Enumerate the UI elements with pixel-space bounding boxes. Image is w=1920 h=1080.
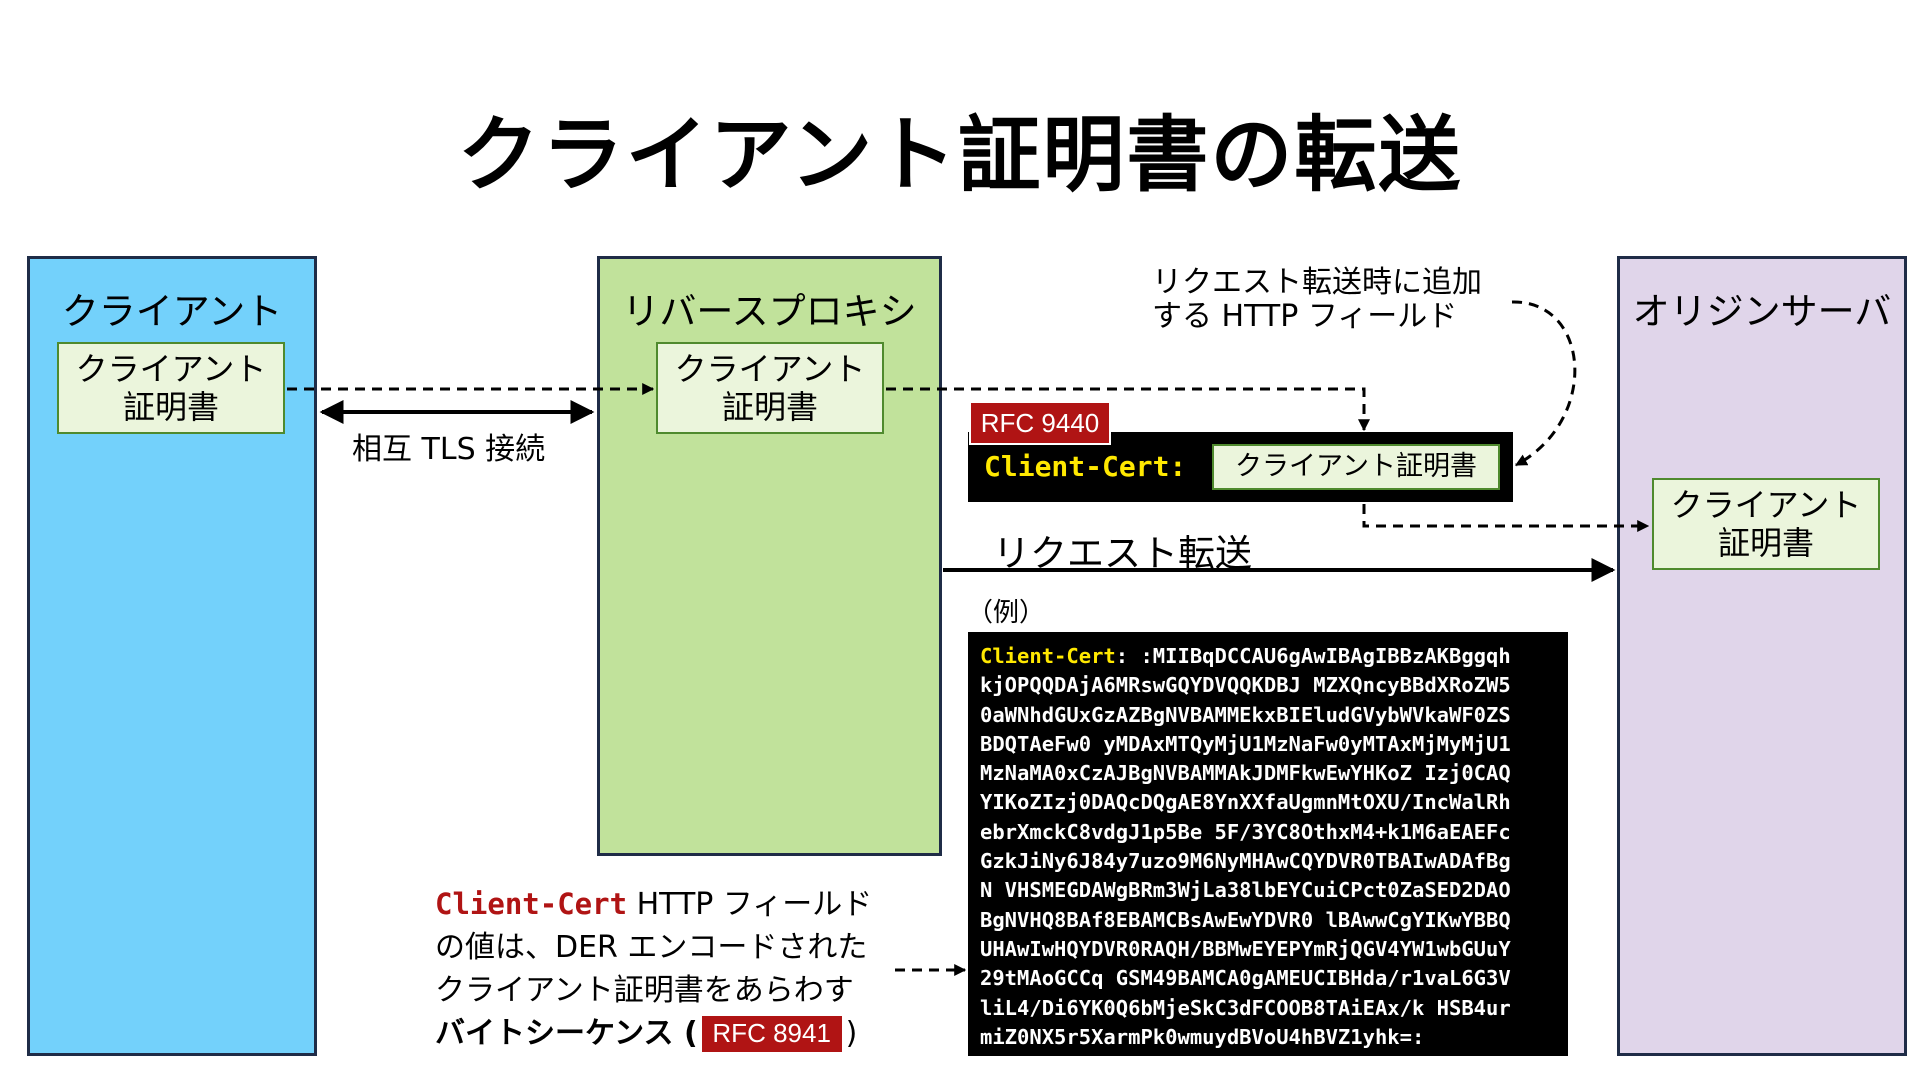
origin-cert-box: クライアント 証明書 xyxy=(1652,478,1880,570)
example-line: ebrXmckC8vdgJ1p5Be 5F/3YC8OthxM4+k1M6aEA… xyxy=(980,819,1511,844)
client-cert-header-box: Client-Cert: クライアント証明書 xyxy=(968,432,1513,502)
description-line4: バイトシーケンス ( RFC 8941 ) xyxy=(435,1012,872,1055)
page-title: クライアント証明書の転送 xyxy=(457,108,1463,203)
description-line2: の値は、DER エンコードされた xyxy=(435,930,868,965)
example-line: BDQTAeFw0 yMDAxMTQyMjU1MzNaFw0yMTAxMjMyM… xyxy=(980,731,1511,756)
cert-line2: 証明書 xyxy=(122,388,219,426)
client-cert-box: クライアント 証明書 xyxy=(57,342,285,434)
proxy-cert-box: クライアント 証明書 xyxy=(656,342,884,434)
description: Client-Cert HTTP フィールド の値は、DER エンコードされた … xyxy=(435,883,872,1055)
description-line1-rest: HTTP フィールド xyxy=(627,887,873,922)
description-field: Client-Cert xyxy=(435,887,628,921)
example-first-rest: : :MIIBqDCCAU6gAwIBAgIBBzAKBggqh xyxy=(1115,644,1511,668)
example-line: UHAwIwHQYDVR0RAQH/BBMwEYEPYmRjQGV4YW1wbG… xyxy=(980,936,1511,961)
annotation-line2: する HTTP フィールド xyxy=(1152,299,1458,334)
example-label: （例） xyxy=(967,598,1046,628)
rfc-8941-badge: RFC 8941 xyxy=(699,1013,844,1054)
cert-forward-arrow-3 xyxy=(1362,504,1650,532)
example-line: 0aWNhdGUxGzAZBgNVBAMMEkxBIEludGVybWVkaWF… xyxy=(980,702,1511,727)
rfc-9440-badge: RFC 9440 xyxy=(969,401,1111,445)
proxy-label: リバースプロキシ xyxy=(622,290,917,333)
cert-line2: 証明書 xyxy=(1717,524,1814,562)
example-line: kjOPQQDAjA6MRswGQYDVQQKDBJ MZXQncyBBdXRo… xyxy=(980,673,1511,698)
example-line-first: Client-Cert: :MIIBqDCCAU6gAwIBAgIBBzAKBg… xyxy=(980,642,1556,671)
description-line4-start: バイトシーケンス ( xyxy=(435,1016,698,1051)
mtls-label: 相互 TLS 接続 xyxy=(352,432,546,467)
example-line: YIKoZIzj0DAQcDQgAE8YnXXfaUgmnMtOXU/IncWa… xyxy=(980,790,1511,815)
header-name: Client-Cert: xyxy=(984,450,1187,483)
description-line3: クライアント証明書をあらわす xyxy=(435,973,854,1008)
example-line: BgNVHQ8BAf8EBAMCBsAwEwYDVR0 lBAwwCgYIKwY… xyxy=(980,907,1511,932)
annotation-line1: リクエスト転送時に追加 xyxy=(1152,265,1482,300)
client-label: クライアント xyxy=(61,290,283,333)
origin-label: オリジンサーバ xyxy=(1632,290,1892,333)
cert-line2: 証明書 xyxy=(721,388,818,426)
example-line: miZ0NX5r5XarmPk0wmuydBVoU4hBVZ1yhk=: xyxy=(980,1024,1425,1049)
cert-forward-arrow-2 xyxy=(886,387,1370,432)
description-line1: Client-Cert HTTP フィールド xyxy=(435,883,872,926)
example-line: MzNaMA0xCzAJBgNVBAMMAkJDMFkwEwYHKoZ Izj0… xyxy=(980,761,1511,786)
cert-line1: クライアント xyxy=(75,350,267,388)
example-lines: kjOPQQDAjA6MRswGQYDVQQKDBJ MZXQncyBBdXRo… xyxy=(980,671,1556,1052)
origin-column: オリジンサーバ xyxy=(1617,256,1907,1056)
cert-line1: クライアント xyxy=(1670,486,1862,524)
annotation: リクエスト転送時に追加 する HTTP フィールド xyxy=(1152,266,1482,334)
cert-line1: クライアント xyxy=(674,350,866,388)
request-forward-label: リクエスト転送 xyxy=(993,532,1252,575)
example-box: Client-Cert: :MIIBqDCCAU6gAwIBAgIBBzAKBg… xyxy=(968,632,1568,1056)
description-line4-end: ) xyxy=(845,1016,858,1051)
example-line: 29tMAoGCCq GSM49BAMCA0gAMEUCIBHda/r1vaL6… xyxy=(980,966,1511,991)
example-line: GzkJiNy6J84y7uzo9M6NyMHAwCQYDVR0TBAIwADA… xyxy=(980,849,1511,874)
annotation-arrow xyxy=(1511,300,1577,467)
example-line: liL4/Di6YK0Q6bMjeSkC3dFCOOB8TAiEAx/k HSB… xyxy=(980,995,1511,1020)
example-line: N VHSMEGDAWgBRm3WjLa38lbEYCuiCPct0ZaSED2… xyxy=(980,878,1511,903)
header-cert-value: クライアント証明書 xyxy=(1212,444,1500,490)
example-field: Client-Cert xyxy=(980,644,1116,668)
